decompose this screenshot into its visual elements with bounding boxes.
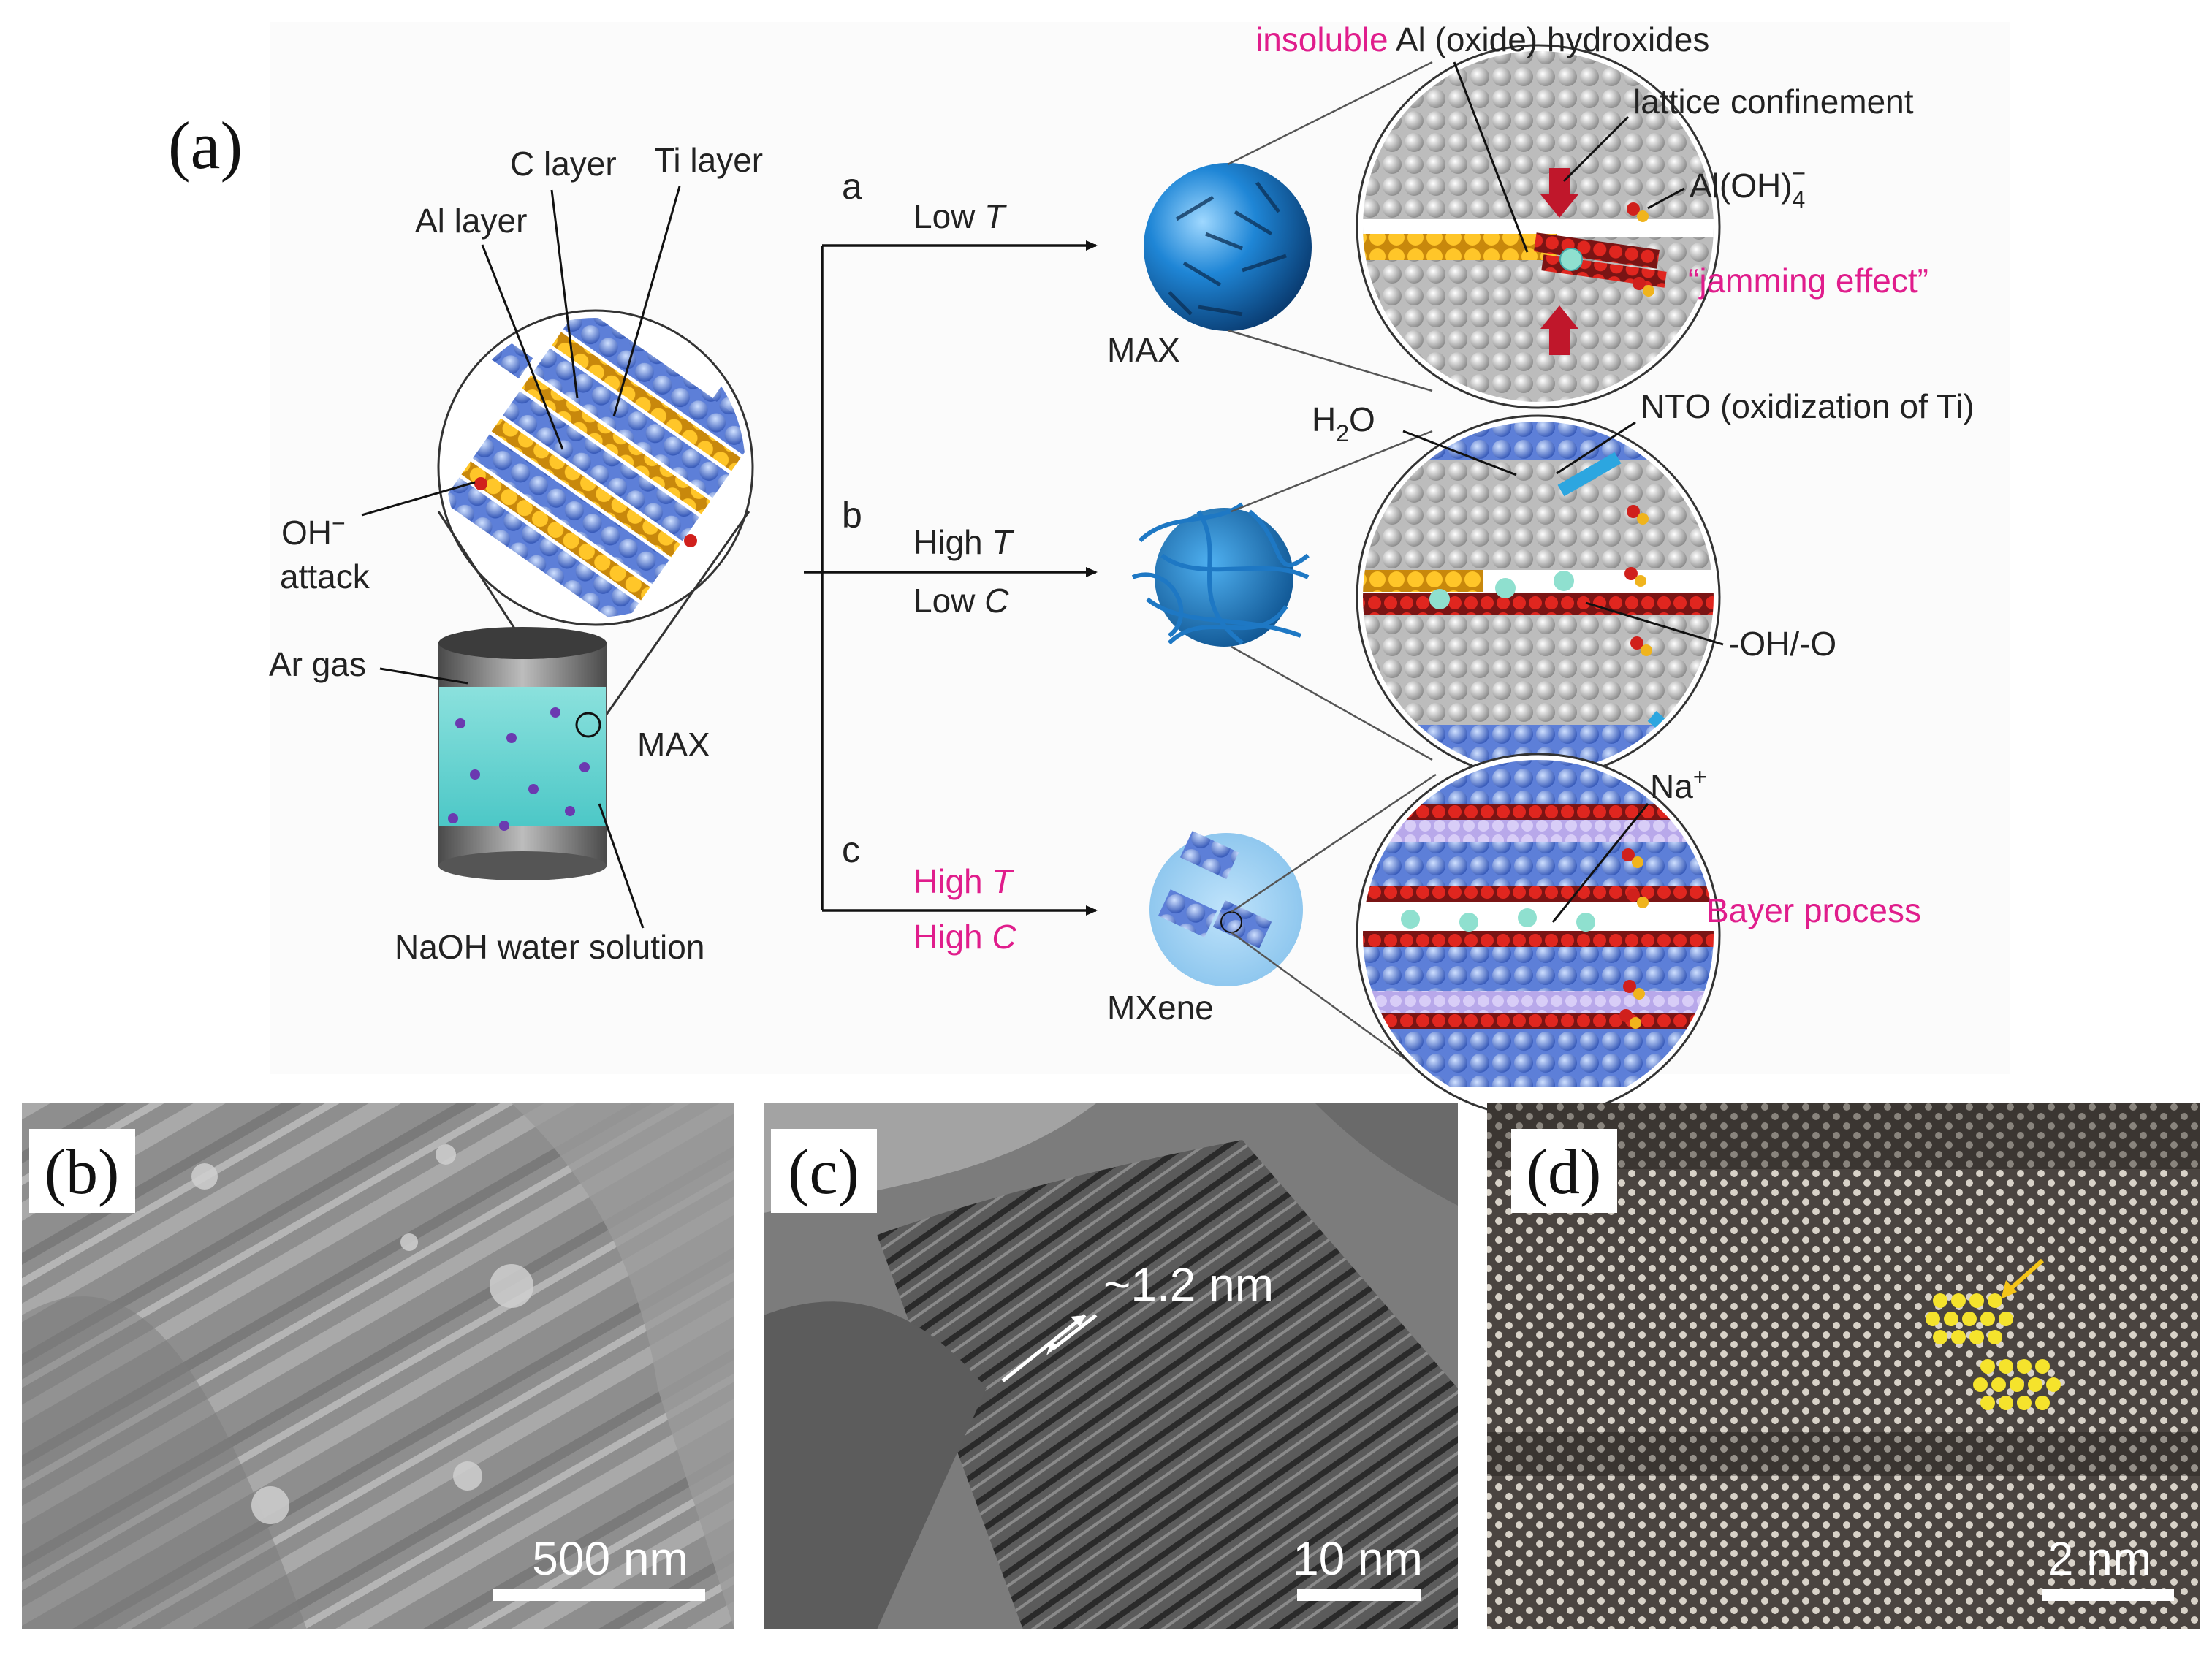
highlight-arrow — [2008, 1258, 2044, 1292]
insoluble-hydroxides-label: insoluble Al (oxide) hydroxides — [1255, 20, 1709, 58]
panel-d-label: (d) — [1527, 1137, 1602, 1208]
h2o-leader — [1402, 430, 1517, 476]
naoh-vessel — [438, 627, 607, 880]
oh-o-leader — [1585, 601, 1724, 646]
lattice-spacing-label: ~1.2 nm — [1103, 1258, 1274, 1311]
oh-o-label: -OH/-O — [1728, 625, 1836, 663]
panel-c-label-box — [771, 1129, 877, 1213]
panel-b-sem-image — [22, 1103, 734, 1629]
panel-d-label-box — [1511, 1129, 1617, 1213]
max-small-label: MAX — [637, 726, 710, 764]
naoh-label: NaOH water solution — [395, 928, 704, 966]
highlight-arrowhead — [2001, 1280, 2017, 1299]
route-a-condition: Low T — [913, 197, 1007, 235]
c-layer-leader — [550, 189, 579, 399]
na-ion-leader — [1551, 803, 1649, 923]
panel-b-scale-label: 500 nm — [532, 1532, 688, 1585]
naoh-leader — [598, 803, 645, 929]
route-b-condition-1: High T — [913, 523, 1014, 561]
zoom-line — [1231, 430, 1433, 513]
route-c-condition-1: High T — [913, 862, 1014, 900]
aloh4-label: Al(OH)4− — [1690, 160, 1806, 213]
route-c-condition-2: High C — [913, 918, 1016, 956]
h2o-label: H2O — [1312, 400, 1375, 446]
zoom-line — [1231, 773, 1437, 913]
aloh4-leader — [1647, 187, 1685, 210]
nto-label: NTO (oxidization of Ti) — [1641, 387, 1975, 425]
al-layer-leader — [481, 244, 564, 450]
zoom-line — [1227, 329, 1433, 392]
route-c-letter: c — [842, 829, 860, 870]
spacing-arrow — [1001, 1314, 1087, 1382]
nto-leader — [1556, 421, 1636, 475]
oh-attack-label: OH− — [281, 510, 346, 552]
panel-b-label-box — [29, 1129, 135, 1213]
jamming-effect-label: “jamming effect” — [1688, 262, 1928, 300]
panel-c-tem-image — [764, 1103, 1458, 1629]
zoom-line — [1231, 645, 1433, 761]
ti-layer-leader — [612, 186, 681, 417]
panel-b-label: (b) — [45, 1137, 120, 1208]
atom-highlight-upper — [1926, 1293, 2013, 1344]
mxene-particle-label: MXene — [1107, 989, 1214, 1027]
spacing-arrow — [1052, 1314, 1098, 1350]
panel-a-label: (a) — [168, 108, 243, 183]
hydroxides-leader — [1453, 61, 1529, 253]
mxene-particle — [1149, 831, 1303, 986]
ar-gas-leader — [379, 667, 468, 685]
branch-arrows — [804, 240, 1098, 916]
zoom-line — [598, 511, 750, 726]
route-a-letter: a — [842, 166, 862, 207]
c-layer-label: C layer — [510, 145, 617, 183]
max-particle-label: MAX — [1107, 331, 1180, 369]
panel-c-scale-label: 10 nm — [1293, 1532, 1423, 1585]
al-layer-label: Al layer — [415, 202, 527, 240]
max-lattice-zoom — [437, 309, 754, 626]
lattice-leader — [1562, 115, 1630, 183]
bayer-process-label: Bayer process — [1706, 891, 1921, 929]
panel-d-scale-bar — [2042, 1589, 2174, 1601]
route-b-condition-2: Low C — [913, 582, 1009, 620]
panel-c-scale-bar — [1297, 1589, 1421, 1601]
panel-b-scale-bar — [493, 1589, 705, 1601]
max-particle — [1144, 163, 1312, 331]
spacing-arrowhead — [1046, 1342, 1058, 1355]
panel-c-label: (c) — [788, 1137, 859, 1208]
route-b-letter: b — [842, 495, 862, 536]
na-ion-label: Na+ — [1650, 764, 1707, 805]
zoom-line — [1227, 61, 1433, 166]
ti-layer-label: Ti layer — [654, 141, 763, 179]
oh-attack-label-2: attack — [280, 558, 370, 596]
atom-highlight-lower — [1973, 1359, 2061, 1410]
panel-d-scale-label: 2 nm — [2048, 1532, 2151, 1585]
ar-gas-label: Ar gas — [269, 645, 366, 683]
zoom-line — [1231, 931, 1437, 1083]
oh-leader — [361, 481, 476, 517]
spacing-arrowhead — [1071, 1315, 1085, 1327]
nto-fiber-particle — [1131, 502, 1310, 647]
lattice-confinement-label: lattice confinement — [1633, 83, 1914, 121]
